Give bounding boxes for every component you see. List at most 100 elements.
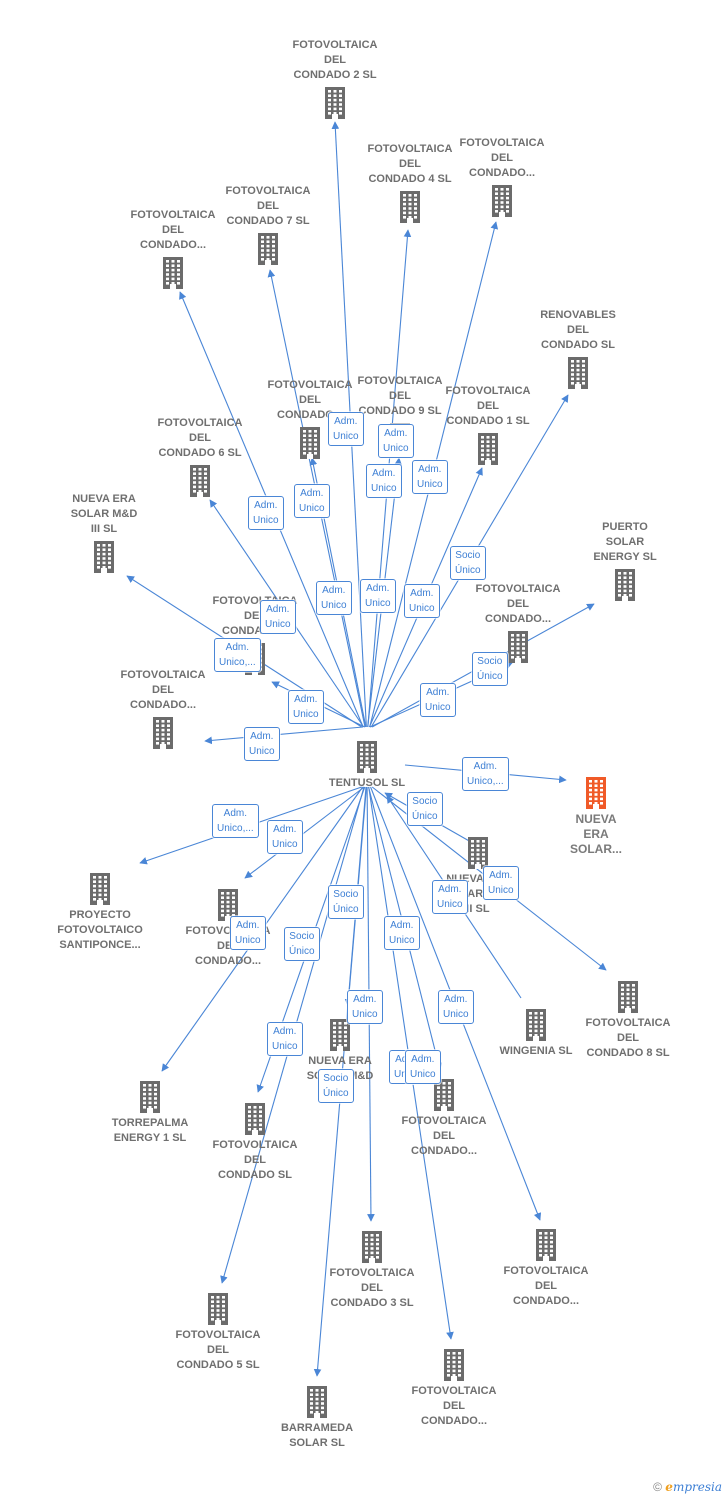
company-node[interactable]: FOTOVOLTAICA DEL CONDADO... — [384, 1078, 504, 1159]
relationship-label[interactable]: Adm. Unico — [483, 866, 519, 900]
company-name: FOTOVOLTAICA DEL CONDADO... — [267, 379, 353, 421]
relationship-label[interactable]: Adm. Unico — [294, 484, 330, 518]
company-name: FOTOVOLTAICA DEL CONDADO... — [120, 669, 206, 711]
building-icon — [153, 717, 173, 749]
building-icon — [526, 1009, 546, 1041]
company-name: FOTOVOLTAICA DEL CONDADO... — [212, 595, 298, 637]
relationship-label[interactable]: Adm. Unico — [347, 990, 383, 1024]
relationship-label[interactable]: Adm. Unico — [360, 579, 396, 613]
company-node[interactable]: PROYECTO FOTOVOLTAICO SANTIPONCE... — [40, 872, 160, 953]
building-icon — [140, 1081, 160, 1113]
relationship-label[interactable]: Adm. Unico — [316, 581, 352, 615]
company-node[interactable]: FOTOVOLTAICA DEL CONDADO 2 SL — [275, 38, 395, 120]
company-name: WINGENIA SL — [499, 1045, 573, 1057]
company-node[interactable]: FOTOVOLTAICA DEL CONDADO... — [486, 1228, 606, 1309]
empresia-logo[interactable]: empresia — [665, 1480, 722, 1494]
company-node[interactable]: TORREPALMA ENERGY 1 SL — [90, 1080, 210, 1146]
company-name: FOTOVOLTAICA DEL CONDADO 7 SL — [225, 185, 311, 227]
company-name: FOTOVOLTAICA DEL CONDADO 9 SL — [357, 375, 443, 417]
relationship-label[interactable]: Adm. Unico — [420, 683, 456, 717]
company-node[interactable]: PUERTO SOLAR ENERGY SL — [565, 520, 685, 602]
building-icon — [357, 741, 377, 773]
company-node[interactable]: RENOVABLES DEL CONDADO SL — [518, 308, 638, 390]
company-node[interactable]: FOTOVOLTAICA DEL CONDADO... — [113, 208, 233, 290]
company-name: NUEVA ERA SOLAR... — [569, 812, 622, 856]
relationship-label[interactable]: Adm. Unico — [384, 916, 420, 950]
company-name: NUEVA ERA SOLAR M&D III SL — [70, 493, 138, 535]
relationship-label[interactable]: Adm. Unico — [230, 916, 266, 950]
building-icon — [90, 873, 110, 905]
relationship-label[interactable]: Adm. Unico — [328, 412, 364, 446]
relationship-label[interactable]: Adm. Unico — [288, 690, 324, 724]
relationship-label[interactable]: Adm. Unico — [405, 1050, 441, 1084]
building-icon — [615, 569, 635, 601]
company-node[interactable]: FOTOVOLTAICA DEL CONDADO... — [168, 888, 288, 969]
company-name: FOTOVOLTAICA DEL CONDADO 6 SL — [157, 417, 243, 459]
relationship-label[interactable]: Adm. Unico — [432, 880, 468, 914]
company-name: RENOVABLES DEL CONDADO SL — [540, 309, 616, 351]
focus-company-node[interactable]: NUEVA ERA SOLAR... — [536, 776, 656, 857]
company-node[interactable]: FOTOVOLTAICA DEL CONDADO 3 SL — [312, 1230, 432, 1311]
building-icon — [536, 1229, 556, 1261]
company-node[interactable]: FOTOVOLTAICA DEL CONDADO 6 SL — [140, 416, 260, 498]
relationship-label[interactable]: Adm. Unico — [267, 1022, 303, 1056]
building-icon — [400, 191, 420, 223]
company-node[interactable]: FOTOVOLTAICA DEL CONDADO 7 SL — [208, 184, 328, 266]
company-node[interactable]: FOTOVOLTAICA DEL CONDADO 1 SL — [428, 384, 548, 466]
company-name: TORREPALMA ENERGY 1 SL — [111, 1117, 189, 1144]
company-node[interactable]: FOTOVOLTAICA DEL CONDADO SL — [195, 1102, 315, 1183]
relationship-label[interactable]: Adm. Unico,... — [212, 804, 259, 838]
relationship-label[interactable]: Adm. Unico — [267, 820, 303, 854]
company-node[interactable]: NUEVA ERA SOLAR M&D III SL — [44, 492, 164, 574]
relationship-label[interactable]: Adm. Unico — [438, 990, 474, 1024]
company-node[interactable]: FOTOVOLTAICA DEL CONDADO 4 SL — [350, 142, 470, 224]
company-name: FOTOVOLTAICA DEL CONDADO... — [130, 209, 216, 251]
company-node[interactable]: FOTOVOLTAICA DEL CONDADO... — [442, 136, 562, 218]
center-company-node[interactable]: TENTUSOL SL — [307, 740, 427, 791]
relationship-label[interactable]: Socio Único — [284, 927, 320, 961]
relationship-label[interactable]: Adm. Unico — [378, 424, 414, 458]
relationship-label[interactable]: Socio Único — [318, 1069, 354, 1103]
relationship-label[interactable]: Adm. Unico — [244, 727, 280, 761]
building-icon — [478, 433, 498, 465]
relationship-label[interactable]: Adm. Unico — [248, 496, 284, 530]
building-icon — [508, 631, 528, 663]
building-icon — [218, 889, 238, 921]
company-node[interactable]: BARRAMEDA SOLAR SL — [257, 1385, 377, 1451]
relationship-label[interactable]: Adm. Unico — [260, 600, 296, 634]
footer-brand: © empresia — [653, 1480, 722, 1494]
edge-line — [204, 726, 363, 745]
company-node[interactable]: FOTOVOLTAICA DEL CONDADO... — [250, 378, 370, 460]
relationship-label[interactable]: Adm. Unico — [412, 460, 448, 494]
company-name: PUERTO SOLAR ENERGY SL — [593, 521, 657, 563]
company-node[interactable]: FOTOVOLTAICA DEL CONDADO 5 SL — [158, 1292, 278, 1373]
building-icon — [258, 233, 278, 265]
relationship-label[interactable]: Socio Único — [328, 885, 364, 919]
relationship-label[interactable]: Socio Único — [407, 792, 443, 826]
company-name: BARRAMEDA SOLAR SL — [280, 1422, 354, 1449]
company-node[interactable]: WINGENIA SL — [476, 1008, 596, 1059]
company-name: FOTOVOLTAICA DEL CONDADO 3 SL — [329, 1267, 415, 1309]
relationship-label[interactable]: Adm. Unico,... — [214, 638, 261, 672]
relationship-label[interactable]: Socio Único — [472, 652, 508, 686]
company-node[interactable]: FOTOVOLTAICA DEL CONDADO 8 SL — [568, 980, 688, 1061]
building-icon — [434, 1079, 454, 1111]
company-name: FOTOVOLTAICA DEL CONDADO... — [475, 583, 561, 625]
building-icon — [586, 777, 606, 809]
company-name: FOTOVOLTAICA DEL CONDADO 4 SL — [367, 143, 453, 185]
company-name: FOTOVOLTAICA DEL CONDADO... — [185, 925, 271, 967]
company-node[interactable]: FOTOVOLTAICA DEL CONDADO... — [458, 582, 578, 664]
edge-line — [244, 786, 365, 879]
company-name: FOTOVOLTAICA DEL CONDADO... — [503, 1265, 589, 1307]
company-name: FOTOVOLTAICA DEL CONDADO 8 SL — [585, 1017, 671, 1059]
company-node[interactable]: FOTOVOLTAICA DEL CONDADO... — [394, 1348, 514, 1429]
company-name: TENTUSOL SL — [328, 777, 406, 789]
relationship-label[interactable]: Adm. Unico — [404, 584, 440, 618]
building-icon — [208, 1293, 228, 1325]
company-name: FOTOVOLTAICA DEL CONDADO SL — [212, 1139, 298, 1181]
relationship-label[interactable]: Adm. Unico — [366, 464, 402, 498]
relationship-label[interactable]: Adm. Unico,... — [462, 757, 509, 791]
company-node[interactable]: FOTOVOLTAICA DEL CONDADO... — [103, 668, 223, 750]
relationship-label[interactable]: Socio Único — [450, 546, 486, 580]
building-icon — [307, 1386, 327, 1418]
